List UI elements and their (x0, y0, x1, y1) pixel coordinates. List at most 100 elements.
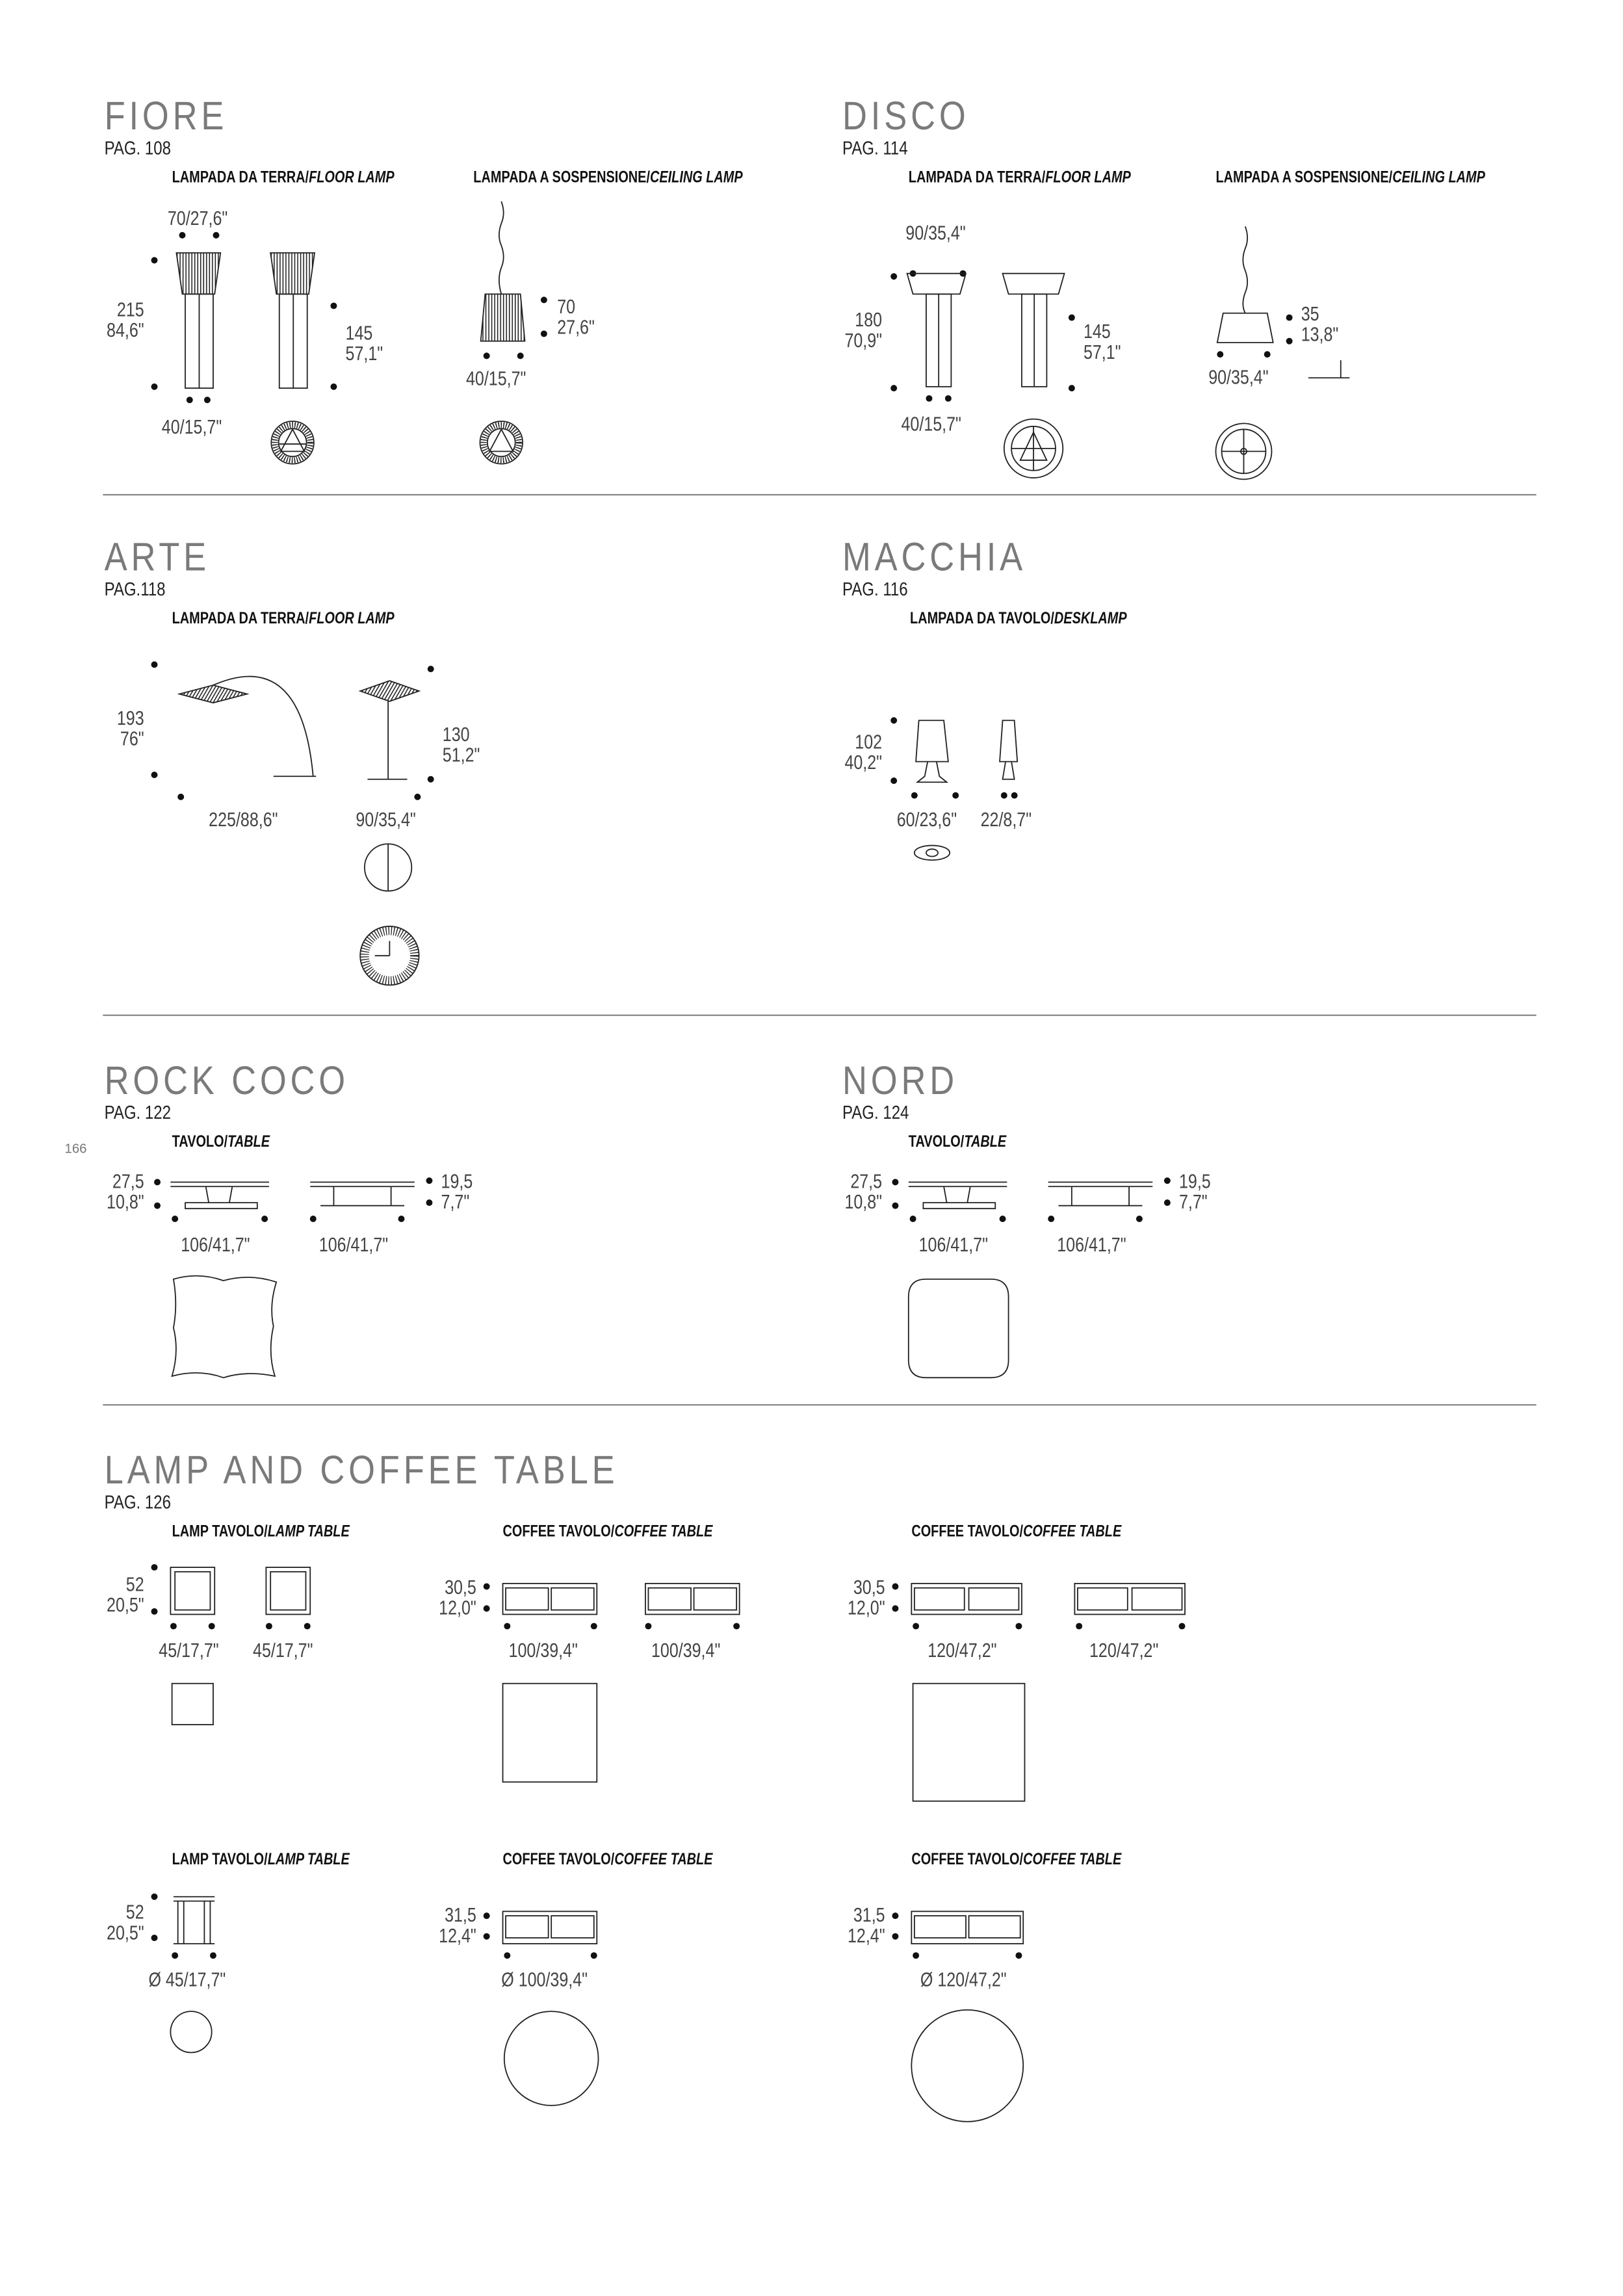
dim-rd-c120-height: 31,5 12,4" (847, 1904, 885, 1947)
rock-coco-tables-elevation (170, 1181, 415, 1210)
label-macchia-desk: LAMPADA DA TAVOLO/DESKLAMP (910, 610, 1127, 628)
disco-ceiling-lamp-elevation (1216, 226, 1350, 379)
page-number: 166 (64, 1141, 87, 1156)
section-title-macchia: MACCHIA (842, 535, 1027, 580)
disco-floor-lamp-elevation (906, 272, 1065, 387)
dim-nord-width-a: 106/41,7" (918, 1233, 988, 1256)
dim-sq-c120-w2: 120/47,2" (1089, 1639, 1159, 1662)
fiore-floor-lamp-elevation (175, 252, 316, 389)
dim-nord-height-b: 19,5 7,7" (1178, 1170, 1211, 1213)
divider (103, 493, 1537, 496)
label-en: COFFEE TABLE (1023, 1851, 1122, 1869)
dim-rock-coco-height-a: 27,5 10,8" (107, 1170, 144, 1213)
label-it: COFFEE TAVOLO/ (502, 1851, 615, 1869)
label-en: CEILING LAMP (649, 169, 743, 187)
dim-fiore-floor-height: 215 84,6" (107, 298, 144, 341)
round-coffee-table-120 (911, 1911, 1024, 2122)
page-ref-lamp-coffee: PAG. 126 (104, 1492, 172, 1513)
label-arte-floor: LAMPADA DA TERRA/FLOOR LAMP (172, 610, 395, 628)
label-disco-floor: LAMPADA DA TERRA/FLOOR LAMP (909, 170, 1131, 187)
dim-fiore-ceiling-height: 70 27,6" (557, 295, 595, 339)
dim-disco-ceiling-width: 90/35,4" (1208, 366, 1269, 389)
dim-disco-floor-top: 90/35,4" (905, 222, 966, 244)
dim-sq-c100-height: 30,5 12,0" (439, 1576, 476, 1619)
page-ref-nord: PAG. 124 (842, 1102, 909, 1124)
dim-macchia-width-large: 60/23,6" (896, 808, 957, 831)
dim-sq-lamp-w1: 45/17,7" (159, 1639, 219, 1662)
dim-sq-c100-w2: 100/39,4" (651, 1639, 721, 1662)
dim-macchia-width-small: 22/8,7" (980, 808, 1032, 831)
dim-disco-floor-base: 40/15,7" (901, 413, 961, 436)
rock-coco-plan (171, 1275, 278, 1379)
section-title-disco: DISCO (842, 94, 970, 138)
arte-arc-lamp-elevation (177, 675, 317, 777)
page-ref-fiore: PAG. 108 (104, 138, 172, 159)
page-ref-rock-coco: PAG. 122 (104, 1102, 172, 1124)
label-it: LAMPADA DA TAVOLO/ (910, 610, 1054, 628)
dim-disco-ceiling-height: 35 13,8" (1301, 302, 1339, 346)
arte-stand-lamp-elevation (358, 680, 421, 780)
label-fiore-floor: LAMPADA DA TERRA/FLOOR LAMP (172, 170, 395, 187)
label-en: FLOOR LAMP (309, 610, 395, 628)
label-it: LAMPADA DA TERRA/ (908, 169, 1046, 187)
label-en: TABLE (964, 1133, 1007, 1151)
label-nord-table: TAVOLO/TABLE (908, 1133, 1007, 1151)
section-title-lamp-coffee: LAMP AND COFFEE TABLE (104, 1448, 619, 1493)
dim-sq-c120-w1: 120/47,2" (928, 1639, 997, 1662)
label-fiore-ceiling: LAMPADA A SOSPENSIONE/CEILING LAMP (473, 170, 742, 187)
label-it: LAMP TAVOLO/ (172, 1851, 268, 1869)
label-it: TAVOLO/ (172, 1133, 228, 1151)
page-ref-macchia: PAG. 116 (842, 579, 908, 600)
dim-sq-c100-w1: 100/39,4" (508, 1639, 578, 1662)
label-en: COFFEE TABLE (614, 1851, 713, 1869)
label-en: LAMP TABLE (267, 1851, 350, 1869)
macchia-plan (913, 844, 951, 861)
label-square-lamp-table: LAMP TAVOLO/LAMP TABLE (172, 1524, 350, 1541)
divider (103, 1014, 1537, 1016)
nord-plan (907, 1278, 1009, 1379)
label-square-coffee-120: COFFEE TAVOLO/COFFEE TABLE (911, 1524, 1121, 1541)
dim-arte-stand-height: 130 51,2" (442, 723, 480, 766)
dim-sq-lamp-w2: 45/17,7" (253, 1639, 313, 1662)
section-title-rock-coco: ROCK COCO (104, 1058, 350, 1103)
dim-nord-height-a: 27,5 10,8" (844, 1170, 883, 1213)
label-en: FLOOR LAMP (1045, 169, 1131, 187)
dim-sq-lamp-height: 52 20,5" (107, 1573, 144, 1616)
dim-rd-lamp-height: 52 20,5" (107, 1901, 144, 1944)
dim-rock-coco-width-a: 106/41,7" (181, 1233, 250, 1256)
dim-macchia-height: 102 40,2" (844, 731, 883, 774)
square-lamp-tables (170, 1567, 311, 1725)
label-it: COFFEE TAVOLO/ (502, 1523, 615, 1541)
label-en: COFFEE TABLE (614, 1523, 713, 1541)
page-ref-disco: PAG. 114 (842, 138, 908, 159)
fiore-ceiling-lamp-plan (479, 421, 523, 465)
dim-disco-floor-height: 180 70,9" (844, 308, 883, 352)
dim-nord-width-b: 106/41,7" (1057, 1233, 1126, 1256)
dim-rd-lamp-diameter: Ø 45/17,7" (148, 1968, 226, 1991)
round-lamp-table (170, 1896, 215, 2054)
label-it: LAMP TAVOLO/ (172, 1523, 268, 1541)
dim-arte-stand-width: 90/35,4" (356, 808, 416, 831)
square-coffee-tables-120 (911, 1583, 1186, 1802)
label-rock-coco-table: TAVOLO/TABLE (172, 1133, 270, 1151)
label-en: CEILING LAMP (1392, 169, 1485, 187)
label-square-coffee-100: COFFEE TAVOLO/COFFEE TABLE (503, 1524, 713, 1541)
label-en: TABLE (227, 1133, 270, 1151)
label-round-coffee-100: COFFEE TAVOLO/COFFEE TABLE (502, 1851, 713, 1869)
label-en: FLOOR LAMP (309, 169, 395, 187)
page-ref-arte: PAG.118 (104, 579, 166, 600)
label-en: COFFEE TABLE (1023, 1523, 1122, 1541)
label-disco-ceiling: LAMPADA A SOSPENSIONE/CEILING LAMP (1216, 170, 1485, 187)
dim-rd-c100-diameter: Ø 100/39,4" (501, 1968, 588, 1991)
label-it: TAVOLO/ (908, 1133, 965, 1151)
dim-disco-floor-stem: 145 57,1" (1083, 320, 1121, 363)
dim-rock-coco-height-b: 19,5 7,7" (441, 1170, 473, 1213)
section-title-fiore: FIORE (104, 94, 228, 138)
arte-plan (359, 843, 420, 986)
dimension-dots (151, 231, 1293, 1959)
dim-arte-arc-height: 193 76" (116, 707, 144, 750)
disco-floor-lamp-plan (1003, 418, 1064, 478)
dim-rd-c120-diameter: Ø 120/47,2" (920, 1968, 1007, 1991)
